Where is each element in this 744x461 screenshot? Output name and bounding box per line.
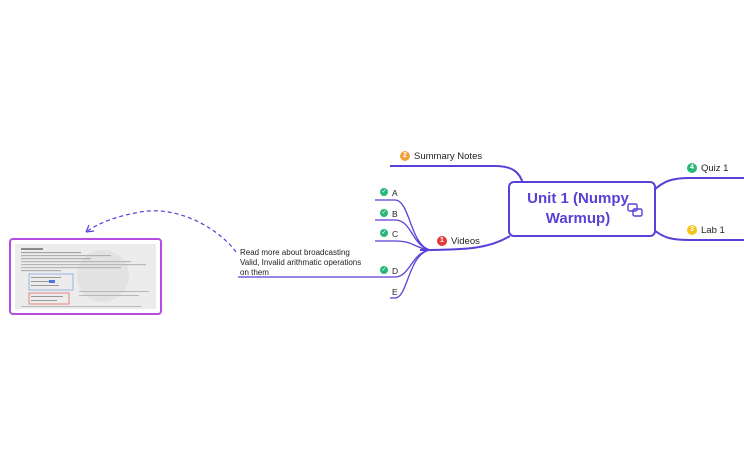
- check-icon: ✓: [380, 266, 388, 274]
- connector-video-e: [390, 249, 431, 299]
- subtopic-video-c[interactable]: C: [392, 229, 399, 239]
- check-icon: ✓: [380, 229, 388, 237]
- connector-quiz: [653, 177, 744, 191]
- connector-video-b: [375, 219, 431, 251]
- note-line: Valid, Invalid arithmatic operations: [240, 258, 362, 267]
- image-content-graphic: [15, 244, 156, 309]
- note-text[interactable]: Read more about broadcasting Valid, Inva…: [240, 248, 361, 278]
- topic-videos[interactable]: Videos: [451, 236, 480, 247]
- central-topic[interactable]: Unit 1 (Numpy Warmup): [508, 181, 656, 237]
- check-icon: ✓: [380, 209, 388, 217]
- arrow-head-icon: [85, 224, 95, 233]
- link-icon[interactable]: [627, 203, 643, 217]
- priority-badge-quiz: 4: [687, 163, 697, 173]
- note-line: on them: [240, 268, 269, 277]
- priority-badge-videos: 1: [437, 236, 447, 246]
- connector-video-c: [375, 240, 431, 251]
- priority-badge-lab: 3: [687, 225, 697, 235]
- subtopic-video-d[interactable]: D: [392, 266, 399, 276]
- topic-quiz-1[interactable]: Quiz 1: [701, 163, 729, 174]
- connector-videos: [419, 235, 511, 251]
- central-topic-title: Unit 1 (Numpy Warmup): [527, 190, 629, 227]
- topic-lab-1[interactable]: Lab 1: [701, 225, 725, 236]
- connector-lab: [653, 229, 744, 241]
- image-preview: [15, 244, 156, 309]
- priority-badge-summary: 2: [400, 151, 410, 161]
- relationship-arrow: [85, 210, 237, 253]
- attached-image[interactable]: [9, 238, 162, 315]
- topic-summary-notes[interactable]: Summary Notes: [414, 151, 483, 162]
- check-icon: ✓: [380, 188, 388, 196]
- note-line: Read more about broadcasting: [240, 248, 350, 257]
- subtopic-video-b[interactable]: B: [392, 209, 398, 219]
- subtopic-video-a[interactable]: A: [392, 188, 398, 198]
- connector-video-a: [375, 199, 431, 251]
- subtopic-video-e[interactable]: E: [392, 287, 398, 297]
- connector-summary: [390, 165, 524, 185]
